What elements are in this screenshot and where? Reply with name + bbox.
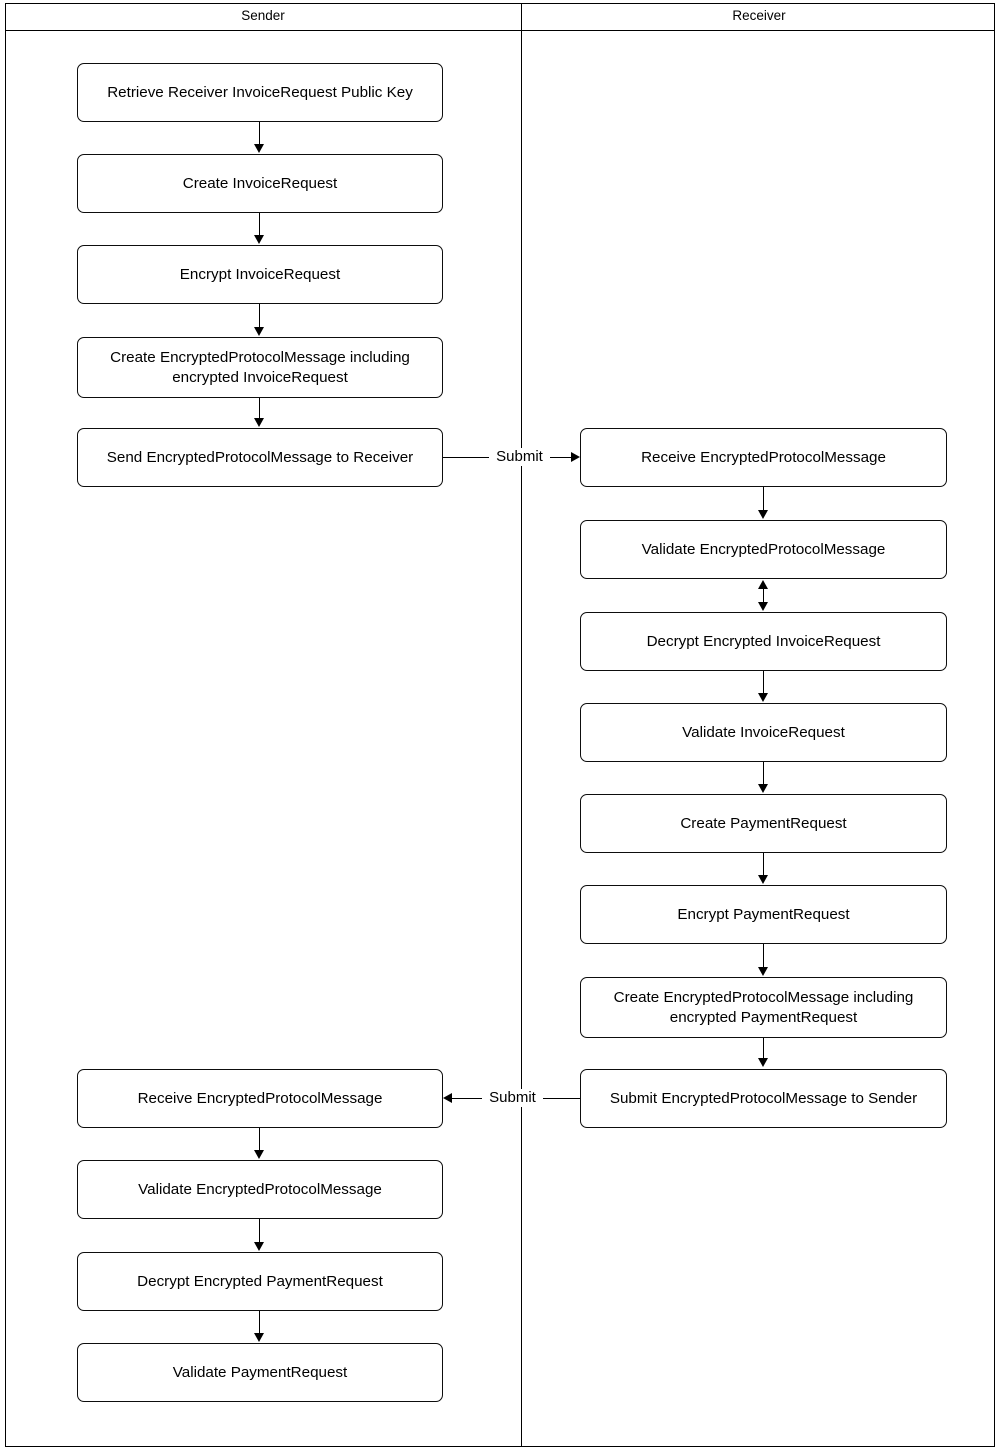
node-receive-encryptedprotocolmessage-receiver[interactable]: Receive EncryptedProtocolMessage (580, 428, 947, 487)
connector-s7-s8-line (259, 1219, 260, 1243)
node-receive-encryptedprotocolmessage-sender[interactable]: Receive EncryptedProtocolMessage (77, 1069, 443, 1128)
connector-submit-to-receiver-arrow (571, 452, 580, 462)
connector-r2-r3-arrow-down (758, 602, 768, 611)
node-send-encryptedprotocolmessage-to-receiver[interactable]: Send EncryptedProtocolMessage to Receive… (77, 428, 443, 487)
connector-r4-r5-arrow (758, 784, 768, 793)
node-validate-encryptedprotocolmessage-sender[interactable]: Validate EncryptedProtocolMessage (77, 1160, 443, 1219)
lane-title-receiver: Receiver (732, 8, 786, 23)
connector-r6-r7-arrow (758, 967, 768, 976)
node-create-paymentrequest[interactable]: Create PaymentRequest (580, 794, 947, 853)
connector-s4-s5-line (259, 398, 260, 419)
node-validate-paymentrequest[interactable]: Validate PaymentRequest (77, 1343, 443, 1402)
connector-s3-s4-line (259, 304, 260, 328)
connector-r3-r4-arrow (758, 693, 768, 702)
connector-s4-s5-arrow (254, 418, 264, 427)
node-retrieve-receiver-invoicerequest-public-key[interactable]: Retrieve Receiver InvoiceRequest Public … (77, 63, 443, 122)
swimlane-header-rule (5, 30, 995, 31)
node-decrypt-encrypted-invoicerequest[interactable]: Decrypt Encrypted InvoiceRequest (580, 612, 947, 671)
connector-r3-r4-line (763, 671, 764, 694)
connector-r1-r2-arrow (758, 510, 768, 519)
edge-label-submit-to-sender: Submit (482, 1089, 543, 1107)
node-decrypt-encrypted-paymentrequest[interactable]: Decrypt Encrypted PaymentRequest (77, 1252, 443, 1311)
connector-s7-s8-arrow (254, 1242, 264, 1251)
node-create-invoicerequest[interactable]: Create InvoiceRequest (77, 154, 443, 213)
connector-r7-r8-arrow (758, 1058, 768, 1067)
connector-r6-r7-line (763, 944, 764, 968)
edge-label-submit-to-receiver: Submit (489, 448, 550, 466)
node-submit-encryptedprotocolmessage-to-sender[interactable]: Submit EncryptedProtocolMessage to Sende… (580, 1069, 947, 1128)
connector-s2-s3-arrow (254, 235, 264, 244)
node-encrypt-paymentrequest[interactable]: Encrypt PaymentRequest (580, 885, 947, 944)
connector-r2-r3-arrow-up (758, 580, 768, 589)
connector-submit-to-sender-arrow (443, 1093, 452, 1103)
connector-s1-s2-line (259, 122, 260, 145)
node-create-encryptedprotocolmessage-invoicerequest[interactable]: Create EncryptedProtocolMessage includin… (77, 337, 443, 398)
connector-r1-r2-line (763, 487, 764, 511)
connector-s6-s7-arrow (254, 1150, 264, 1159)
connector-r4-r5-line (763, 762, 764, 785)
connector-s3-s4-arrow (254, 327, 264, 336)
connector-r5-r6-arrow (758, 875, 768, 884)
node-validate-invoicerequest[interactable]: Validate InvoiceRequest (580, 703, 947, 762)
connector-s1-s2-arrow (254, 144, 264, 153)
connector-r5-r6-line (763, 853, 764, 876)
connector-s6-s7-line (259, 1128, 260, 1151)
connector-r7-r8-line (763, 1038, 764, 1059)
connector-r2-r3-line (763, 582, 764, 608)
connector-s8-s9-line (259, 1311, 260, 1334)
node-validate-encryptedprotocolmessage-receiver[interactable]: Validate EncryptedProtocolMessage (580, 520, 947, 579)
node-encrypt-invoicerequest[interactable]: Encrypt InvoiceRequest (77, 245, 443, 304)
connector-s8-s9-arrow (254, 1333, 264, 1342)
lane-title-sender: Sender (241, 8, 285, 23)
connector-s2-s3-line (259, 213, 260, 236)
swimlane-divider (521, 3, 522, 1447)
node-create-encryptedprotocolmessage-paymentrequest[interactable]: Create EncryptedProtocolMessage includin… (580, 977, 947, 1038)
